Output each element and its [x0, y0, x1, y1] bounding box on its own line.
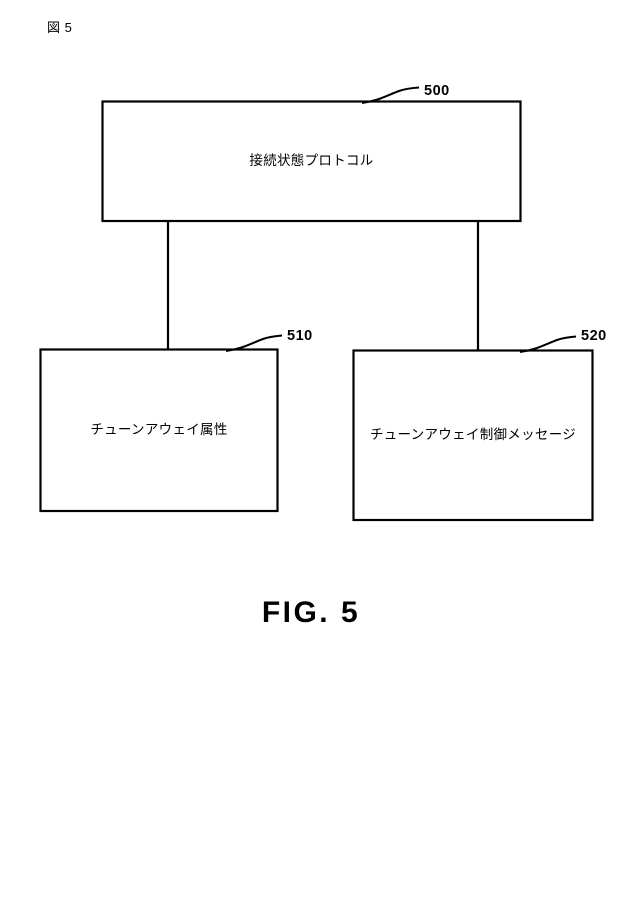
leader-line-510	[225, 334, 283, 352]
figure-caption: FIG. 5	[261, 596, 361, 629]
leader-line-500	[361, 86, 420, 104]
node-box-tune-away-control-message	[352, 349, 594, 522]
leader-line-520	[519, 335, 577, 353]
figure-header-label: 図 5	[47, 20, 73, 35]
node-box-tune-away-attributes	[39, 348, 279, 513]
reference-numeral-510: 510	[287, 328, 313, 344]
reference-numeral-500: 500	[424, 83, 450, 99]
node-box-connection-state-protocol	[101, 100, 522, 223]
reference-numeral-520: 520	[581, 328, 607, 344]
